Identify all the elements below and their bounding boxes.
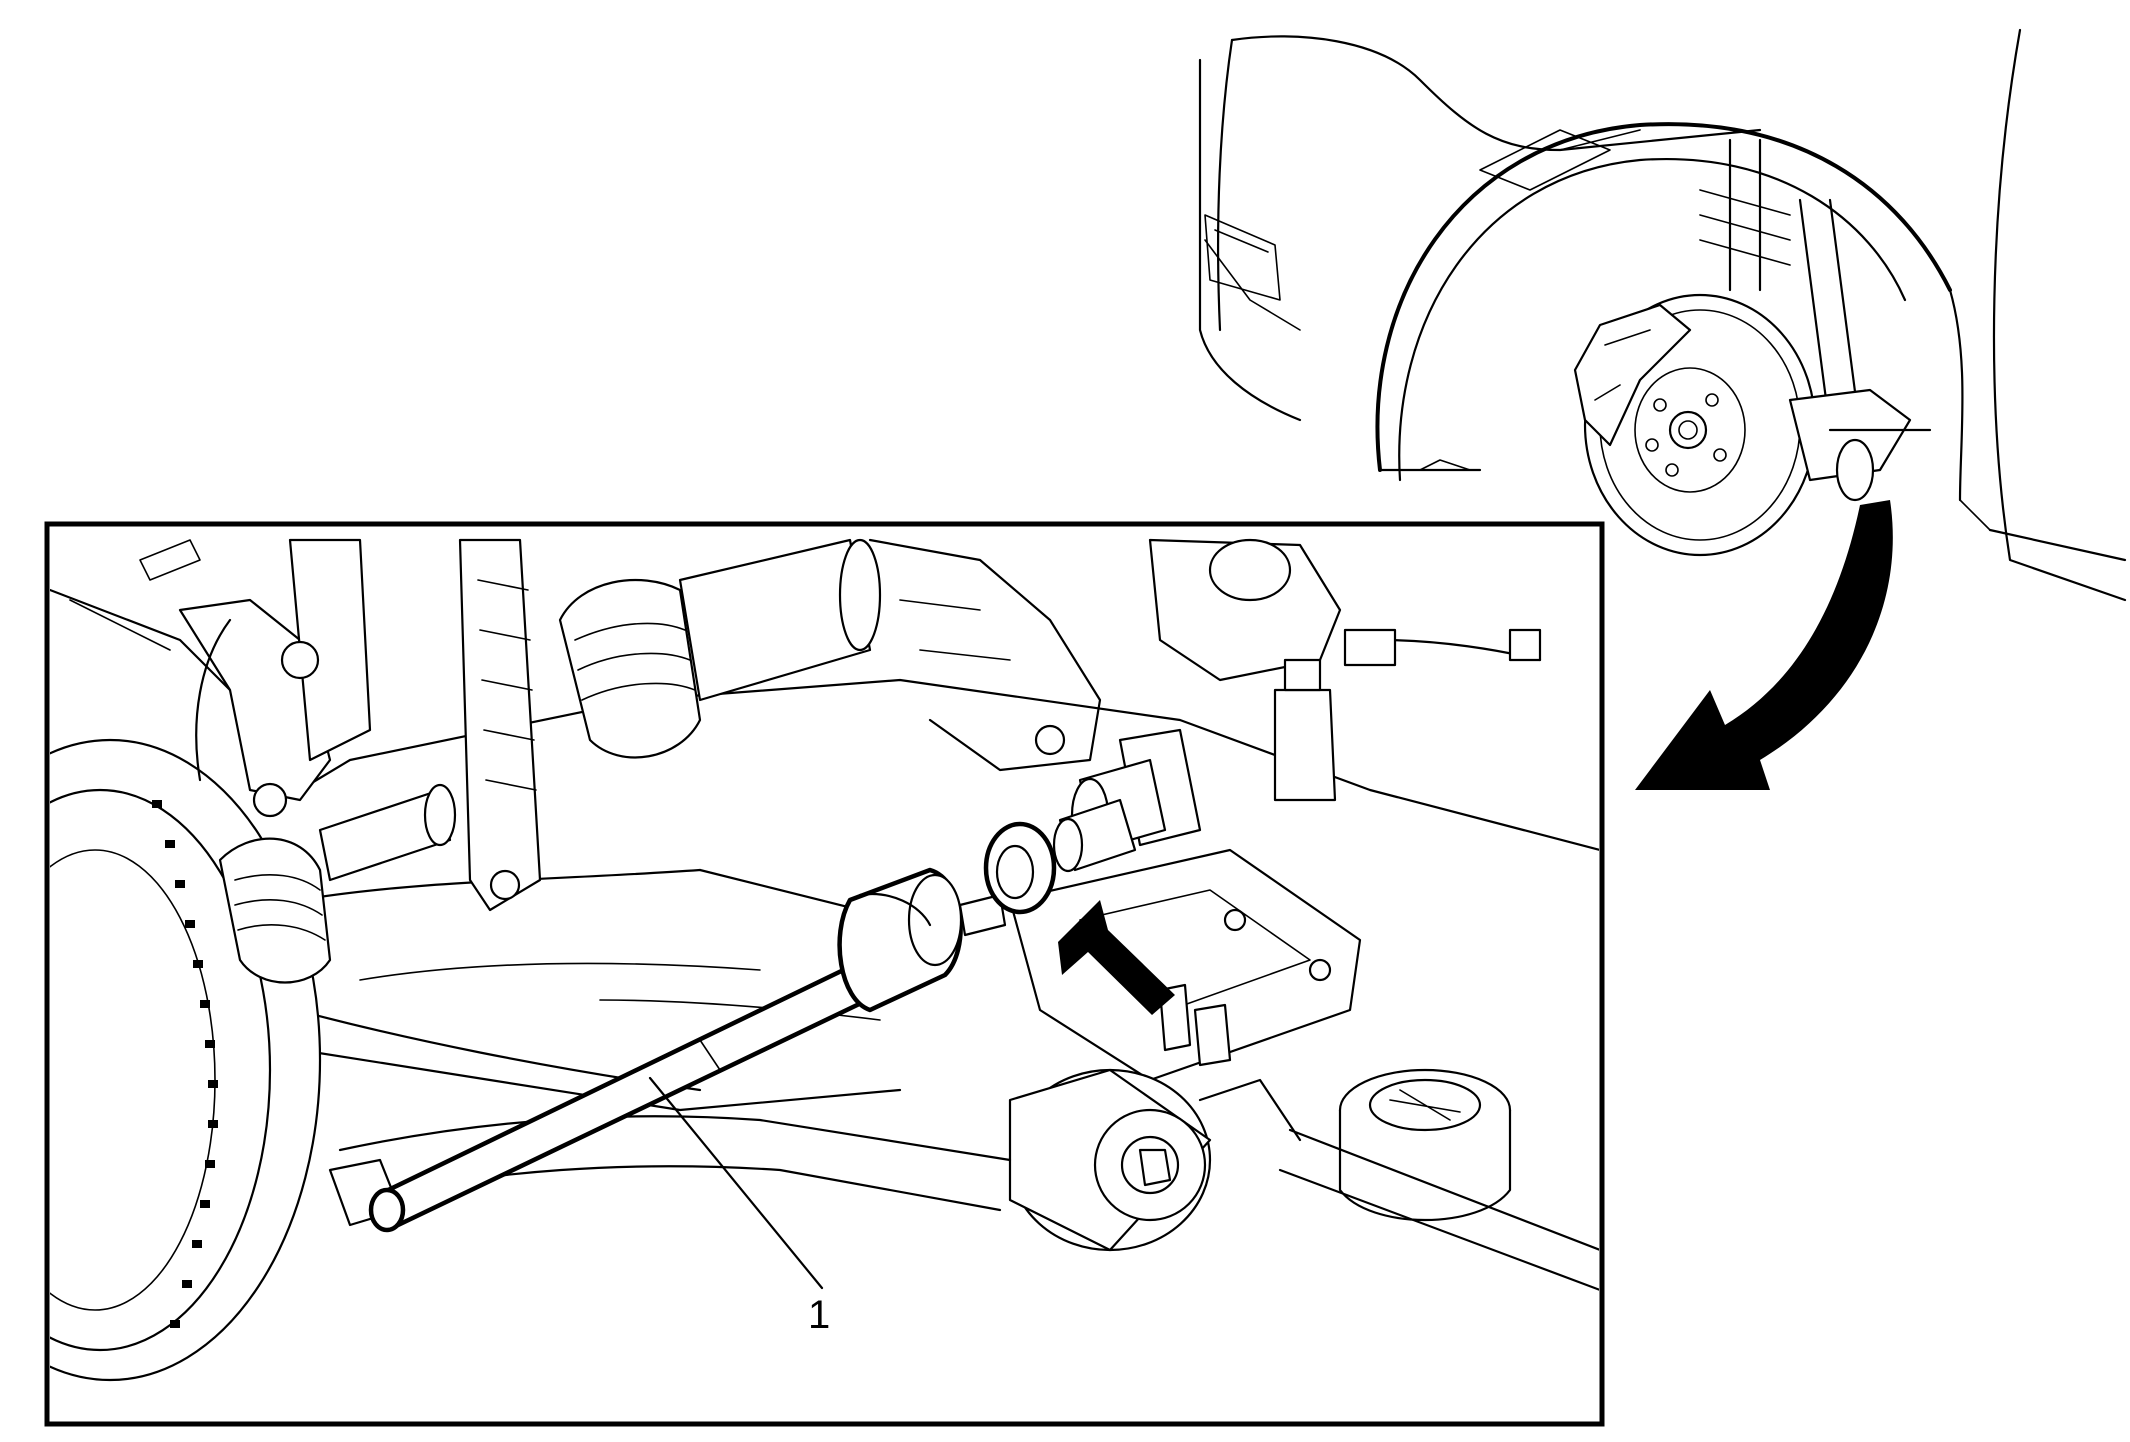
callout-1-label: 1 (808, 1293, 830, 1337)
vehicle-overview-inset (1198, 28, 2127, 602)
curved-arrow-icon (1635, 500, 1893, 790)
inner-tie-rod (368, 867, 1007, 1233)
detail-view-frame (44, 521, 1605, 1427)
seal-ring (983, 821, 1057, 915)
callout-1-leader (648, 1076, 824, 1290)
rotor-vent-slots (152, 800, 218, 1328)
solid-arrow-icon (1058, 900, 1175, 1015)
detail-view-illustration (50, 538, 1599, 1382)
